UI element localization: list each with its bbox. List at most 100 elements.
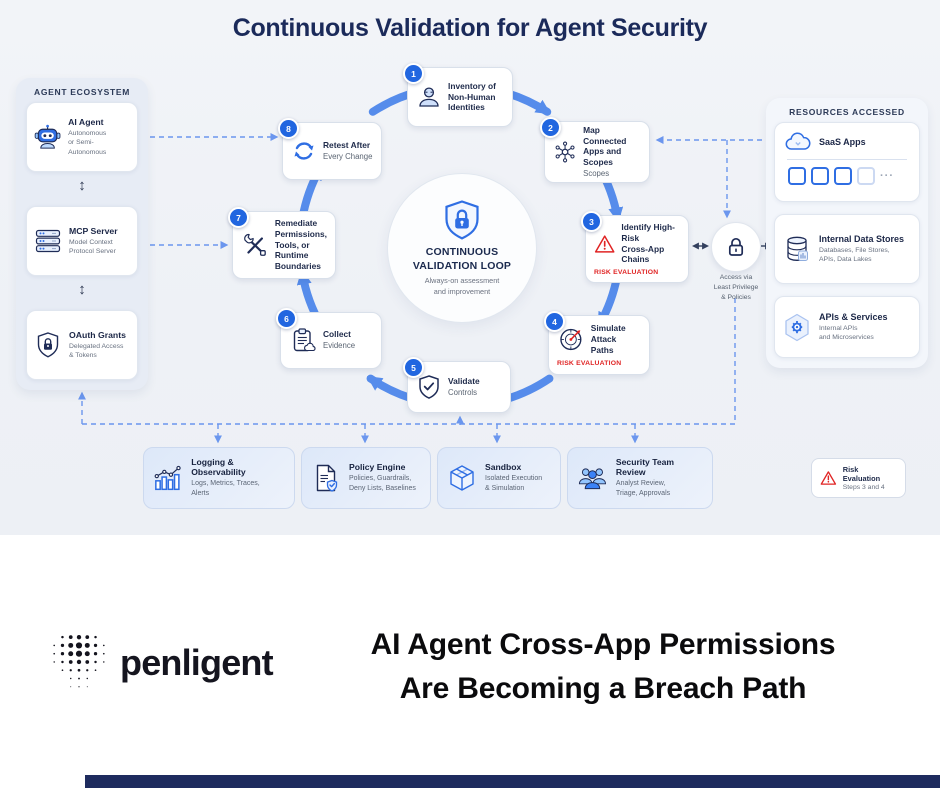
step-number-badge: 7 — [228, 207, 249, 228]
step-4-simulate-attacks: 4 Simulate Attack Paths RISK EVALUATION — [544, 311, 650, 375]
security-team-desc: Analyst Review, Triage, Approvals — [615, 480, 671, 497]
clipboard-icon — [293, 327, 316, 351]
app-square-icon — [834, 167, 852, 185]
agent-ecosystem-panel: AGENT ECOSYSTEM AI Agent Autonomous or S… — [16, 78, 148, 390]
ai-agent-title: AI Agent — [68, 117, 104, 128]
step-title: Inventory of Non-Human Identities — [448, 80, 496, 113]
loop-title: CONTINUOUS VALIDATION LOOP — [412, 246, 512, 272]
logging-desc: Logs, Metrics, Traces, Alerts — [191, 480, 260, 497]
step-5-validate-controls: 5 Validate Controls — [403, 357, 511, 413]
shield-lock-icon — [445, 200, 479, 240]
agent-ecosystem-header: AGENT ECOSYSTEM — [34, 87, 130, 97]
least-privilege-label: Access via Least Privilege & Policies — [713, 274, 759, 301]
internal-data-stores-card: Internal Data Stores Databases, File Sto… — [774, 214, 920, 284]
database-icon — [787, 236, 808, 261]
step-number-badge: 3 — [581, 211, 602, 232]
apis-services-title: APIs & Services — [819, 311, 888, 322]
shield-lock-icon — [37, 332, 59, 358]
bar-chart-icon — [154, 465, 181, 491]
oauth-grants-card: OAuth Grants Delegated Access & Tokens — [26, 310, 138, 380]
policy-engine-box: Policy Engine Policies, Guardrails, Deny… — [301, 447, 431, 509]
refresh-icon — [294, 142, 314, 160]
mcp-server-desc: Model Context Protocol Server — [69, 238, 116, 255]
hexagon-gear-icon — [785, 313, 809, 342]
internal-data-stores-title: Internal Data Stores — [819, 233, 905, 244]
cube-icon — [450, 465, 474, 491]
step-title: Map Connected Apps and Scopes — [583, 124, 627, 168]
security-validation-diagram: Continuous Validation for Agent Security — [0, 0, 940, 535]
step-number-badge: 2 — [540, 117, 561, 138]
step-number-badge: 8 — [278, 118, 299, 139]
step-8-retest: 8 Retest After Every Change — [278, 118, 382, 180]
shield-check-icon — [419, 375, 439, 399]
apis-services-card: APIs & Services Internal APIs and Micros… — [774, 296, 920, 358]
step-number-badge: 5 — [403, 357, 424, 378]
policy-engine-desc: Policies, Guardrails, Deny Lists, Baseli… — [349, 475, 416, 492]
app-square-icon — [857, 167, 875, 185]
step-sub: Scopes — [583, 169, 610, 179]
penligent-dots-logo-icon — [53, 634, 105, 688]
robot-icon — [34, 124, 61, 149]
updown-arrow-icon: ↕ — [78, 177, 86, 194]
step-title: Collect — [323, 329, 351, 340]
saas-app-squares: ··· — [785, 167, 909, 185]
step-number-badge: 1 — [403, 63, 424, 84]
more-apps-ellipsis: ··· — [880, 170, 894, 182]
saas-apps-card: SaaS Apps ··· — [774, 122, 920, 202]
oauth-grants-title: OAuth Grants — [69, 329, 126, 340]
internal-data-stores-desc: Databases, File Stores, APIs, Data Lakes — [819, 246, 890, 263]
sandbox-title: Sandbox — [485, 462, 522, 473]
risk-evaluation-legend: Risk Evaluation Steps 3 and 4 — [811, 458, 906, 498]
step-sub: Every Change — [323, 151, 373, 161]
resources-accessed-panel: RESOURCES ACCESSED SaaS Apps ··· — [766, 98, 928, 368]
sandbox-box: Sandbox Isolated Execution & Simulation — [437, 447, 561, 509]
least-privilege-gate — [711, 222, 761, 272]
step-6-collect-evidence: 6 Collect Evidence — [276, 308, 382, 369]
step-sub: Evidence — [323, 341, 356, 351]
step-title: Identify High-Risk Cross-App Chains — [621, 221, 675, 265]
step-number-badge: 6 — [276, 308, 297, 329]
security-team-review-box: Security Team Review Analyst Review, Tri… — [567, 447, 713, 509]
bottom-accent-bar — [85, 775, 940, 788]
server-icon — [35, 229, 61, 253]
step-2-map-apps: 2 Map Connected Apps and Scopes Scopes — [540, 117, 650, 183]
person-icon — [419, 87, 439, 107]
footer-banner: penligent AI Agent Cross-App Permissions… — [0, 535, 940, 775]
step-sub: Controls — [448, 387, 478, 397]
ai-agent-card: AI Agent Autonomous or Semi-Autonomous — [26, 102, 138, 172]
step-1-inventory: 1 Inventory of Non-Human Identities — [403, 63, 513, 127]
people-icon — [578, 468, 606, 490]
sandbox-desc: Isolated Execution & Simulation — [485, 475, 543, 492]
step-tag: RISK EVALUATION — [594, 269, 659, 277]
brand-name: penligent — [120, 642, 274, 683]
headline: AI Agent Cross-App Permissions Are Becom… — [370, 628, 836, 705]
page-title: Continuous Validation for Agent Security — [232, 14, 708, 42]
radar-icon — [560, 329, 582, 351]
warning-triangle-icon — [594, 234, 615, 253]
network-icon — [555, 141, 575, 163]
tools-icon — [244, 233, 266, 256]
step-title: Retest After — [323, 139, 371, 150]
step-tag: RISK EVALUATION — [557, 359, 622, 367]
step-title: Remediate Permissions, Tools, or Runtime… — [274, 217, 327, 272]
apis-services-desc: Internal APIs and Microservices — [819, 324, 874, 341]
saas-apps-title: SaaS Apps — [819, 137, 866, 147]
logging-observability-box: Logging & Observability Logs, Metrics, T… — [143, 447, 295, 509]
step-7-remediate: 7 Remediate Permissions, Tools, or Runti… — [228, 207, 336, 279]
logging-title: Logging & Observability — [191, 457, 246, 478]
step-title: Simulate Attack Paths — [590, 323, 626, 355]
resources-header: RESOURCES ACCESSED — [789, 107, 905, 117]
security-team-title: Security Team Review — [615, 457, 675, 478]
continuous-validation-loop-hub: CONTINUOUS VALIDATION LOOP Always-on ass… — [387, 173, 537, 323]
legend-sub: Steps 3 and 4 — [842, 484, 885, 491]
step-title: Validate — [448, 375, 480, 386]
cloud-icon — [785, 132, 811, 150]
loop-subtitle: Always-on assessment and improvement — [424, 276, 500, 296]
app-square-icon — [788, 167, 806, 185]
oauth-grants-desc: Delegated Access & Tokens — [69, 342, 124, 359]
step-3-identify-risk: 3 Identify High-Risk Cross-App Chains RI… — [581, 211, 689, 283]
divider — [787, 159, 907, 160]
policy-doc-icon — [316, 464, 338, 492]
warning-triangle-icon — [820, 471, 837, 485]
penligent-logo: penligent — [48, 630, 274, 696]
